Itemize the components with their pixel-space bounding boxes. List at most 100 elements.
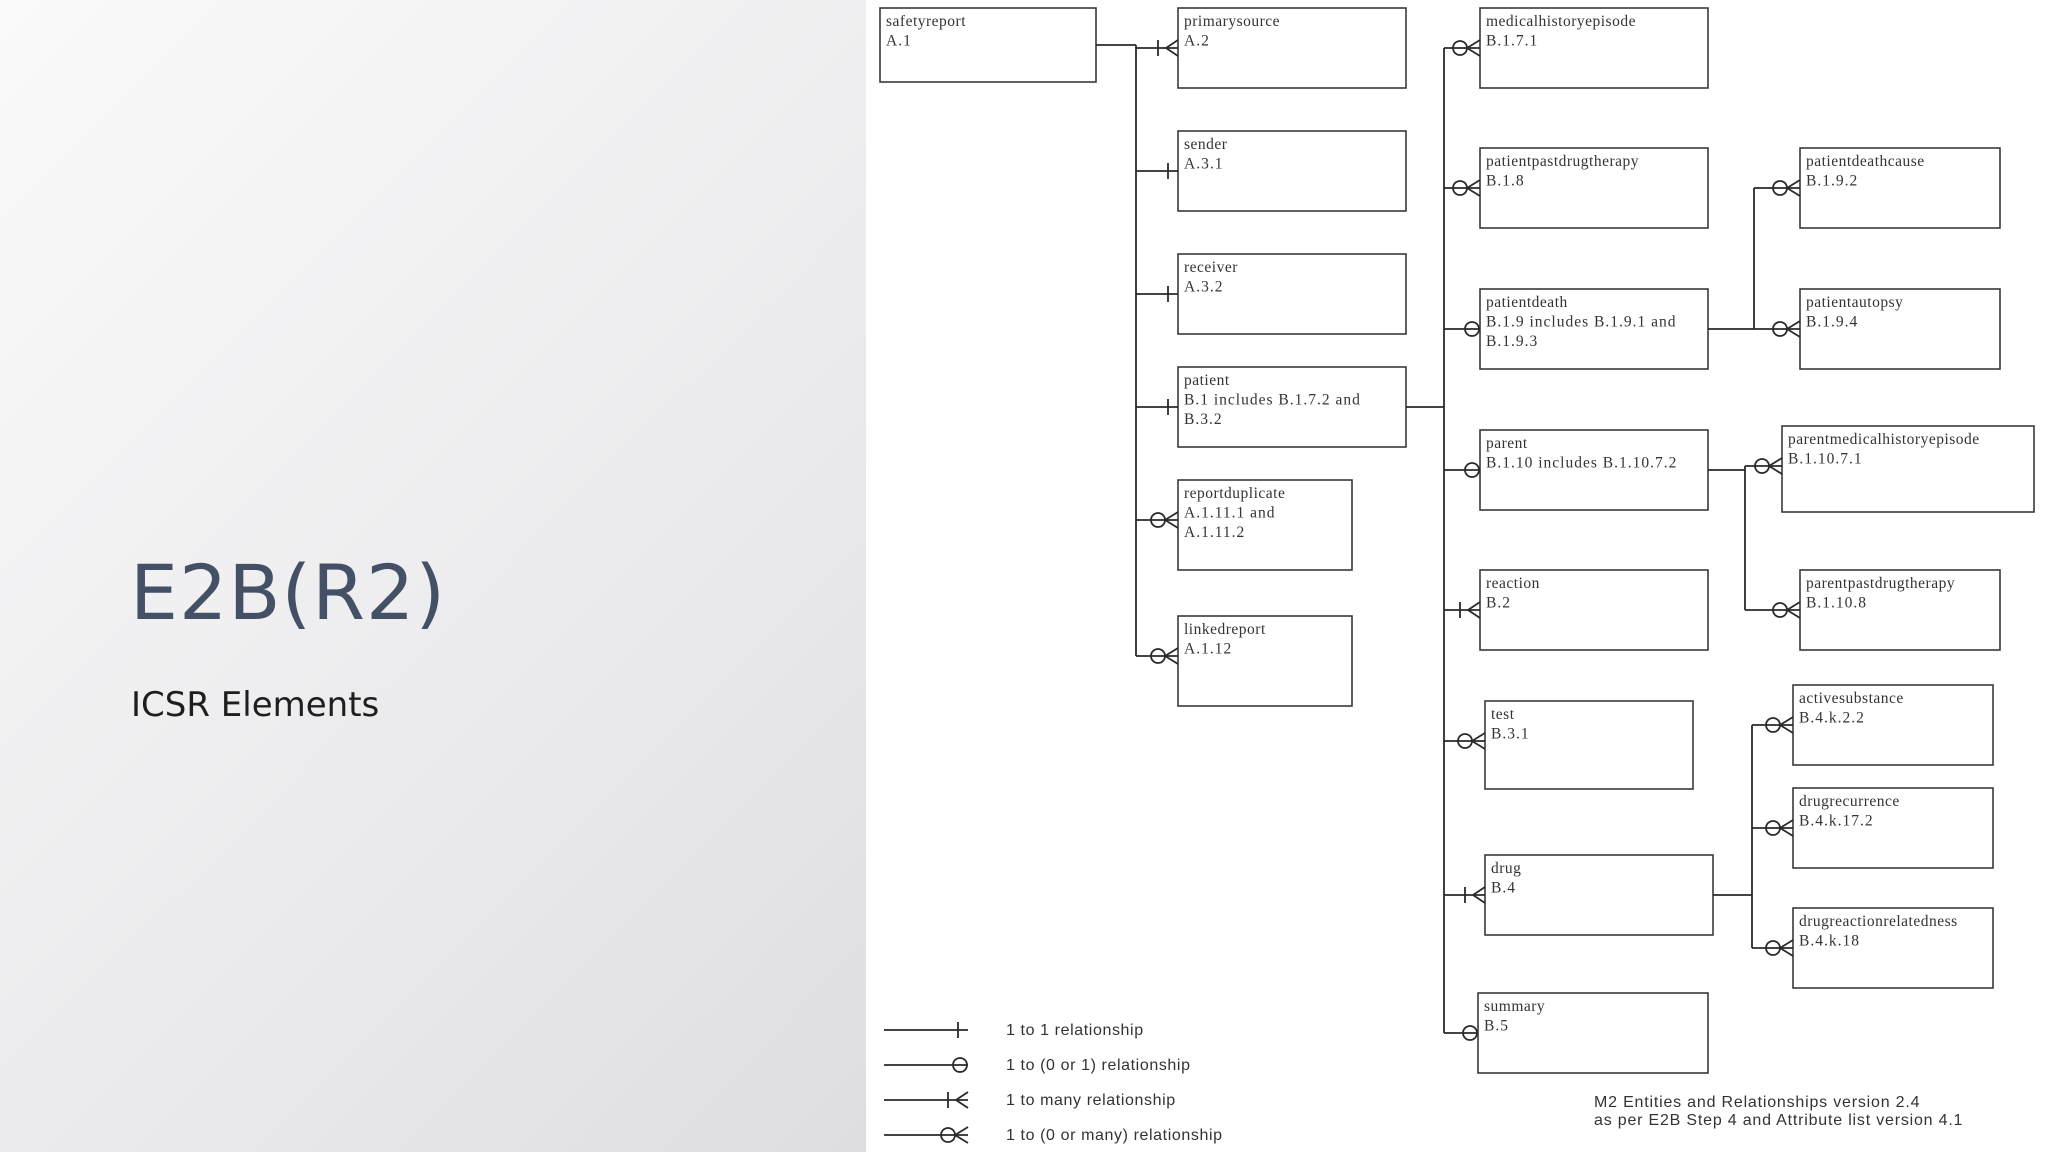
- entity-name: drug: [1491, 860, 1521, 877]
- entity-code: B.1.10 includes B.1.10.7.2: [1486, 455, 1677, 472]
- entity-code: B.4.k.18: [1799, 933, 1860, 950]
- entity-name: drugreactionrelatedness: [1799, 913, 1958, 930]
- entity-box: [1177, 130, 1407, 212]
- entity-box: [1177, 366, 1407, 448]
- entity-name: parentpastdrugtherapy: [1806, 575, 1955, 592]
- entity-code: A.1.11.1 and: [1184, 505, 1276, 522]
- relationship-safetyreport-primarysource: [1136, 39, 1179, 57]
- entity-name: reportduplicate: [1184, 485, 1285, 502]
- entity-code: B.3.1: [1491, 726, 1530, 743]
- relationship-patient-reaction: [1444, 601, 1481, 619]
- entity-name: patientautopsy: [1806, 294, 1903, 311]
- relationship-parent-parentpastdrugtherapy: [1745, 601, 1801, 619]
- entity-name: reaction: [1486, 575, 1540, 592]
- trunk-safetyreport: [1096, 44, 1137, 656]
- legend-item-one: 1 to 1 relationship: [884, 1022, 1144, 1039]
- entity-code: B.1.9.2: [1806, 173, 1858, 190]
- entity-box: [1792, 684, 1994, 766]
- relationship-patient-medicalhistoryepisode: [1444, 39, 1481, 57]
- entity-name: patient: [1184, 372, 1230, 389]
- relationship-patient-test: [1444, 732, 1486, 750]
- entity-box: [1177, 479, 1353, 571]
- entity-box: [1799, 147, 2001, 229]
- trunk-drug: [1713, 725, 1753, 948]
- footnote-line-1: M2 Entities and Relationships version 2.…: [1594, 1094, 1920, 1111]
- entity-box: [1792, 907, 1994, 989]
- relationship-patientdeath-patientautopsy: [1754, 320, 1801, 338]
- entity-code: A.3.1: [1184, 156, 1223, 173]
- relationship-safetyreport-linkedreport: [1136, 647, 1179, 665]
- entity-code: B.4: [1491, 880, 1516, 897]
- relationship-safetyreport-receiver: [1136, 286, 1178, 302]
- slide-subtitle: ICSR Elements: [131, 685, 380, 725]
- entity-name: safetyreport: [886, 13, 966, 30]
- entity-box: [1792, 787, 1994, 869]
- legend-item-zero-one: 1 to (0 or 1) relationship: [884, 1057, 1191, 1074]
- entity-code: B.4.k.17.2: [1799, 813, 1874, 830]
- relationship-safetyreport-patient: [1136, 399, 1178, 415]
- er-diagram: safetyreportA.1primarysourceA.2senderA.3…: [879, 7, 2035, 1144]
- entity-name: sender: [1184, 136, 1228, 153]
- entity-code: A.1.12: [1184, 641, 1232, 658]
- entity-box: [1477, 992, 1709, 1074]
- entity-box: [1177, 615, 1353, 707]
- entity-code: B.3.2: [1184, 411, 1223, 428]
- relationship-parent-parentmedicalhistoryepisode: [1745, 457, 1783, 475]
- legend-label: 1 to many relationship: [1006, 1092, 1176, 1109]
- entity-name: patientdeathcause: [1806, 153, 1925, 170]
- entity-box: [1177, 253, 1407, 335]
- legend-label: 1 to (0 or 1) relationship: [1006, 1057, 1191, 1074]
- title-panel: E2B(R2) ICSR Elements: [0, 0, 866, 1152]
- trunk-patientdeath: [1708, 188, 1755, 330]
- entity-code: A.1: [886, 33, 912, 50]
- entity-code: B.1.9.3: [1486, 333, 1538, 350]
- relationship-patient-summary: [1444, 1025, 1478, 1041]
- legend-item-many: 1 to many relationship: [884, 1091, 1176, 1109]
- legend-label: 1 to 1 relationship: [1006, 1022, 1144, 1039]
- entity-code: B.5: [1484, 1018, 1509, 1035]
- entity-name: primarysource: [1184, 13, 1280, 30]
- footnote-line-2: as per E2B Step 4 and Attribute list ver…: [1594, 1112, 1963, 1129]
- entity-name: patientpastdrugtherapy: [1486, 153, 1639, 170]
- entity-name: patientdeath: [1486, 294, 1568, 311]
- relationship-patient-parent: [1444, 462, 1480, 478]
- entity-box: [1479, 569, 1709, 651]
- entity-box: [1484, 700, 1694, 790]
- legend-label: 1 to (0 or many) relationship: [1006, 1127, 1223, 1144]
- relationship-patientdeath-patientdeathcause: [1754, 179, 1801, 197]
- trunk-patient: [1406, 48, 1445, 1033]
- entity-name: activesubstance: [1799, 690, 1904, 707]
- entity-name: linkedreport: [1184, 621, 1266, 638]
- entity-code: B.1.7.1: [1486, 33, 1538, 50]
- entity-code: B.2: [1486, 595, 1511, 612]
- entity-name: parentmedicalhistoryepisode: [1788, 431, 1980, 448]
- entity-code: B.1 includes B.1.7.2 and: [1184, 392, 1361, 409]
- entity-box: [879, 7, 1097, 83]
- entity-name: summary: [1484, 998, 1545, 1015]
- entity-code: B.1.10.7.1: [1788, 451, 1863, 468]
- entity-name: medicalhistoryepisode: [1486, 13, 1636, 30]
- entity-box: [1484, 854, 1714, 936]
- entity-name: drugrecurrence: [1799, 793, 1900, 810]
- relationship-safetyreport-reportduplicate: [1136, 511, 1179, 529]
- entity-box: [1177, 7, 1407, 89]
- trunk-parent: [1708, 466, 1746, 610]
- entity-code: B.4.k.2.2: [1799, 710, 1865, 727]
